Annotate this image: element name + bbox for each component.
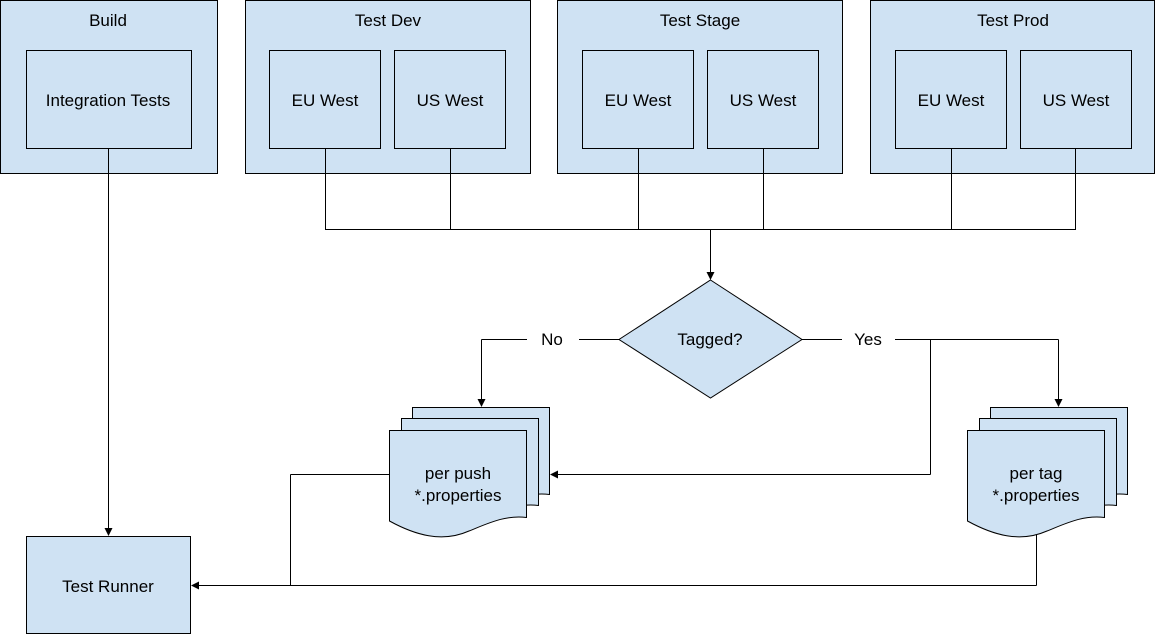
test-stage-group: Test Stage EU West US West xyxy=(557,0,843,174)
test-dev-eu-west-box xyxy=(269,50,381,149)
test-runner-label: Test Runner xyxy=(62,577,154,596)
yes-branch: Yes xyxy=(550,330,1063,479)
test-stage-us-west-label: US West xyxy=(730,91,797,110)
per-tag-document-stack: per tag *.properties xyxy=(967,407,1128,538)
test-prod-us-west-label: US West xyxy=(1043,91,1110,110)
test-runner-box xyxy=(26,536,191,634)
test-prod-eu-west-label: EU West xyxy=(918,91,985,110)
integration-tests-box xyxy=(26,50,192,149)
no-branch: No xyxy=(477,330,619,407)
test-prod-title: Test Prod xyxy=(977,11,1049,30)
test-dev-us-west-box xyxy=(394,50,506,149)
per-push-label-line2: *.properties xyxy=(415,486,502,505)
build-group: Build Integration Tests xyxy=(0,0,218,174)
test-prod-us-west-box xyxy=(1020,50,1132,149)
env-collector-lines xyxy=(325,149,1076,280)
no-label: No xyxy=(541,330,563,349)
test-dev-group: Test Dev EU West US West xyxy=(245,0,531,174)
per-tag-document-front xyxy=(967,430,1105,538)
test-dev-title: Test Dev xyxy=(355,11,422,30)
yes-label: Yes xyxy=(854,330,882,349)
test-stage-us-west-box xyxy=(707,50,819,149)
per-push-label-line1: per push xyxy=(425,464,491,483)
test-stage-title: Test Stage xyxy=(660,11,740,30)
tagged-diamond xyxy=(618,279,803,399)
per-tag-label-line2: *.properties xyxy=(993,486,1080,505)
test-prod-eu-west-box xyxy=(895,50,1007,149)
runner-connectors xyxy=(104,149,1037,590)
integration-tests-label: Integration Tests xyxy=(46,91,170,110)
test-dev-eu-west-label: EU West xyxy=(292,91,359,110)
test-stage-eu-west-label: EU West xyxy=(605,91,672,110)
test-prod-group: Test Prod EU West US West xyxy=(870,0,1155,174)
test-stage-eu-west-box xyxy=(582,50,694,149)
per-push-document-stack: per push *.properties xyxy=(389,407,550,538)
per-tag-label-line1: per tag xyxy=(1010,464,1063,483)
tagged-decision: Tagged? xyxy=(618,279,803,399)
tagged-label: Tagged? xyxy=(677,330,742,349)
build-title: Build xyxy=(89,11,127,30)
per-push-document-front xyxy=(389,430,527,538)
test-dev-us-west-label: US West xyxy=(417,91,484,110)
test-runner: Test Runner xyxy=(26,536,191,634)
